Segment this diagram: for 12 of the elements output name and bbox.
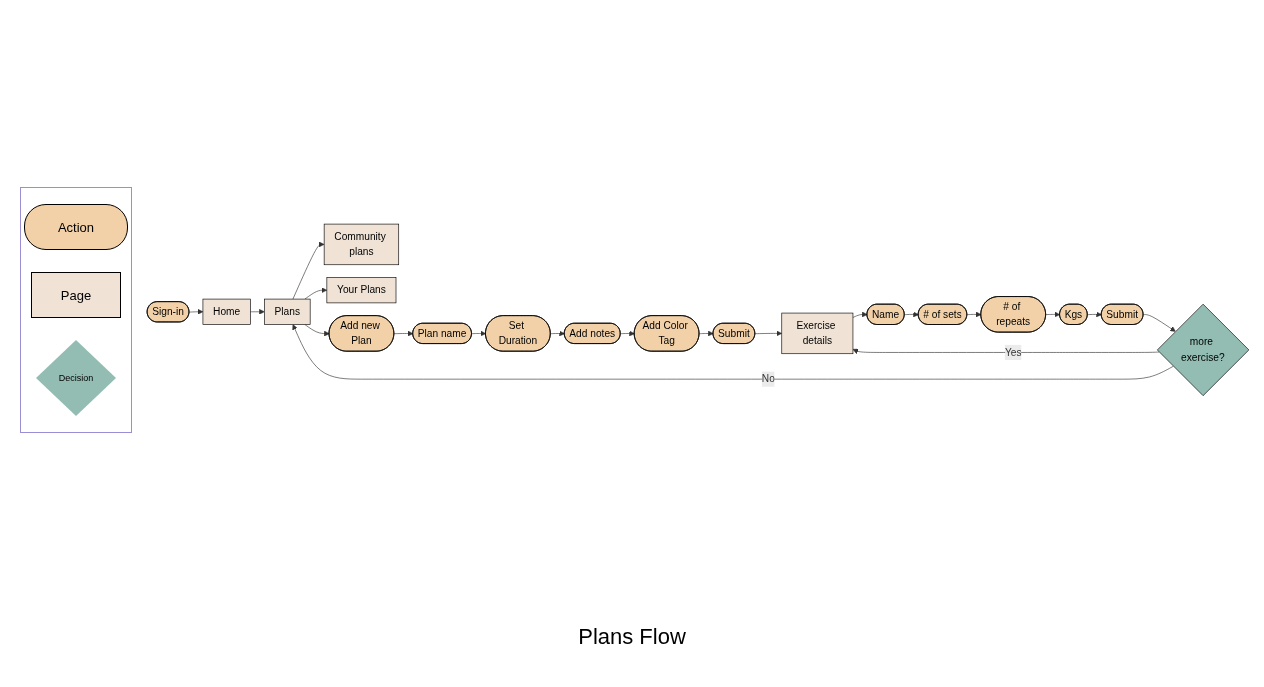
decision-legend-sample: Decision [36, 340, 116, 416]
edge-label: No [761, 373, 775, 385]
page-legend-sample: Page [31, 272, 121, 318]
node-box: Exercise details [781, 312, 854, 355]
node-diamond: more exercise? [1157, 303, 1250, 397]
node-box: Your Plans [326, 277, 397, 304]
edge-label: Yes [1004, 346, 1022, 358]
node-box: Community plans [323, 223, 400, 266]
node-box: Plans [264, 298, 311, 325]
action-legend-sample: Action [24, 204, 128, 250]
node-box: Home [202, 298, 251, 325]
diagram-title: Plans Flow [578, 624, 686, 650]
